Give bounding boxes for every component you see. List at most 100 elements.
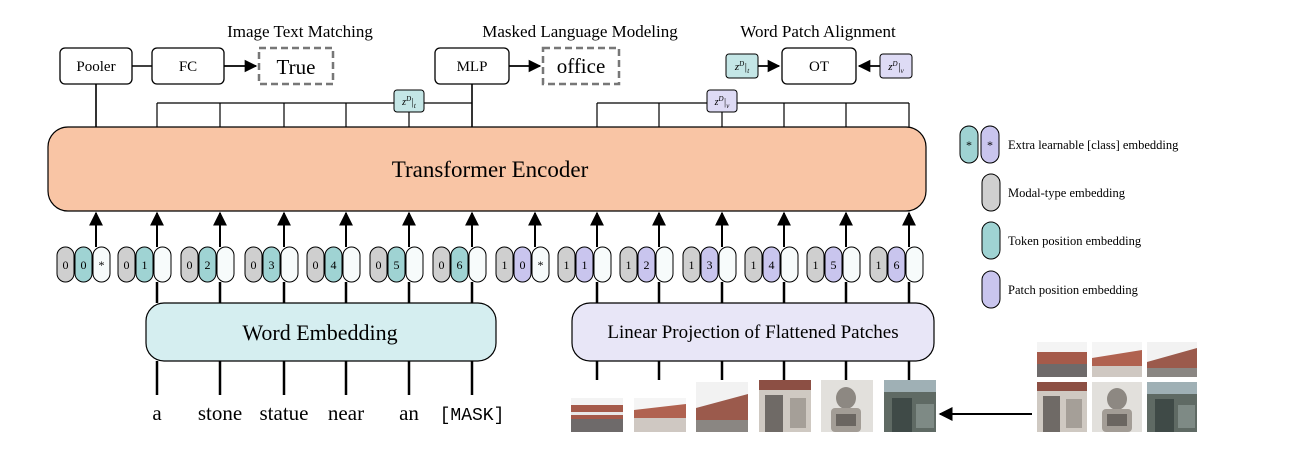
modal-type-embedding-text: 1 [876, 258, 882, 272]
modal-type-embedding-text: 1 [502, 258, 508, 272]
modal-type-embedding-text: 0 [124, 258, 130, 272]
token-position-embedding-text: 4 [331, 258, 337, 272]
source-image-tile [1092, 382, 1142, 432]
patch-position-embedding [700, 246, 719, 283]
token-content-embedding [153, 246, 172, 283]
modal-type-embedding [117, 246, 136, 283]
patch-position-embedding [575, 246, 594, 283]
class-embedding-text: * [99, 258, 105, 272]
token-content-embedding [405, 246, 424, 283]
token-position-embedding [324, 246, 343, 283]
modal-type-embedding-text: 0 [439, 258, 445, 272]
modal-type-embedding [682, 246, 701, 283]
class-embedding [531, 246, 550, 283]
token-content-embedding [718, 246, 737, 283]
modal-type-embedding [306, 246, 325, 283]
modal-type-embedding [432, 246, 451, 283]
token-position-embedding-text: 3 [269, 258, 275, 272]
patch-position-embedding [762, 246, 781, 283]
modal-type-embedding-text: 0 [313, 258, 319, 272]
legend-patch-pos-text: Patch position embedding [1008, 283, 1139, 297]
svg-text:*: * [966, 138, 972, 152]
mlp-box: MLP [434, 47, 510, 85]
token-content-embedding [905, 246, 924, 283]
ot-label: OT [809, 59, 829, 75]
modal-type-embedding [869, 246, 888, 283]
word-token: near [328, 401, 364, 425]
itm-output-text: True [277, 55, 316, 79]
wpa-title: Word Patch Alignment [740, 22, 896, 41]
image-patch [571, 398, 623, 432]
patch-position-embedding-text: 6 [894, 258, 900, 272]
token-content-embedding [468, 246, 487, 283]
token-content-embedding [780, 246, 799, 283]
mlm-output-box: office [541, 46, 621, 86]
legend-token-pos-text: Token position embedding [1008, 234, 1142, 248]
word-token: an [399, 401, 419, 425]
word-input-lines [155, 361, 474, 395]
fc-box: FC [151, 47, 225, 85]
token-content-embedding [842, 246, 861, 283]
source-image-tile [1037, 382, 1087, 432]
mlm-output-text: office [557, 54, 606, 78]
token-content-embedding [216, 246, 235, 283]
word-token: stone [198, 401, 242, 425]
word-token-mask: [MASK] [440, 406, 505, 426]
text-output-bracket [156, 102, 472, 127]
image-patch [696, 382, 748, 432]
legend-modal-item: Modal-type embedding [981, 173, 1126, 212]
image-output-bracket [596, 102, 910, 127]
source-image-tile [1147, 382, 1197, 432]
token-position-embedding-text: 0 [81, 258, 87, 272]
modal-type-embedding [744, 246, 763, 283]
svg-text:*: * [987, 138, 993, 152]
pooler-label: Pooler [76, 59, 115, 75]
encoder-input-arrows [89, 211, 916, 247]
legend-modal-text: Modal-type embedding [1008, 186, 1126, 200]
pooler-box: Pooler [59, 47, 133, 85]
patch-position-embedding [513, 246, 532, 283]
modal-type-embedding [244, 246, 263, 283]
token-position-embedding-text: 5 [394, 258, 400, 272]
modal-type-embedding-text: 1 [564, 258, 570, 272]
encoder-label: Transformer Encoder [392, 157, 589, 182]
modal-type-embedding [495, 246, 514, 283]
token-position-embedding [387, 246, 406, 283]
modal-type-embedding [180, 246, 199, 283]
word-token: statue [260, 401, 309, 425]
token-content-embedding [593, 246, 612, 283]
patch-input-lines [595, 361, 911, 380]
class-embedding-text: * [538, 258, 544, 272]
transformer-encoder: Transformer Encoder [47, 126, 927, 212]
linear-projection-label: Linear Projection of Flattened Patches [607, 322, 898, 343]
source-image-tile [1092, 342, 1142, 377]
zt-badge: zD|t [393, 89, 425, 113]
legend-token-pos-item: Token position embedding [981, 221, 1142, 260]
token-position-embedding-text: 2 [205, 258, 211, 272]
patch-position-embedding-text: 5 [831, 258, 837, 272]
patch-position-embedding [887, 246, 906, 283]
modal-type-embedding-text: 0 [187, 258, 193, 272]
patch-position-embedding-text: 3 [707, 258, 713, 272]
image-patch [759, 380, 811, 432]
token-position-embedding [74, 246, 93, 283]
linear-projection-block: Linear Projection of Flattened Patches [571, 302, 935, 362]
svg-text:zD|t: zD|t [734, 60, 750, 75]
legend-cls-text: Extra learnable [class] embedding [1008, 138, 1179, 152]
image-patch [634, 398, 686, 432]
fc-label: FC [179, 59, 197, 75]
modal-type-embedding-text: 0 [63, 258, 69, 272]
token-position-embedding [262, 246, 281, 283]
modal-type-embedding-text: 1 [751, 258, 757, 272]
svg-text:zD|t: zD|t [401, 95, 417, 110]
